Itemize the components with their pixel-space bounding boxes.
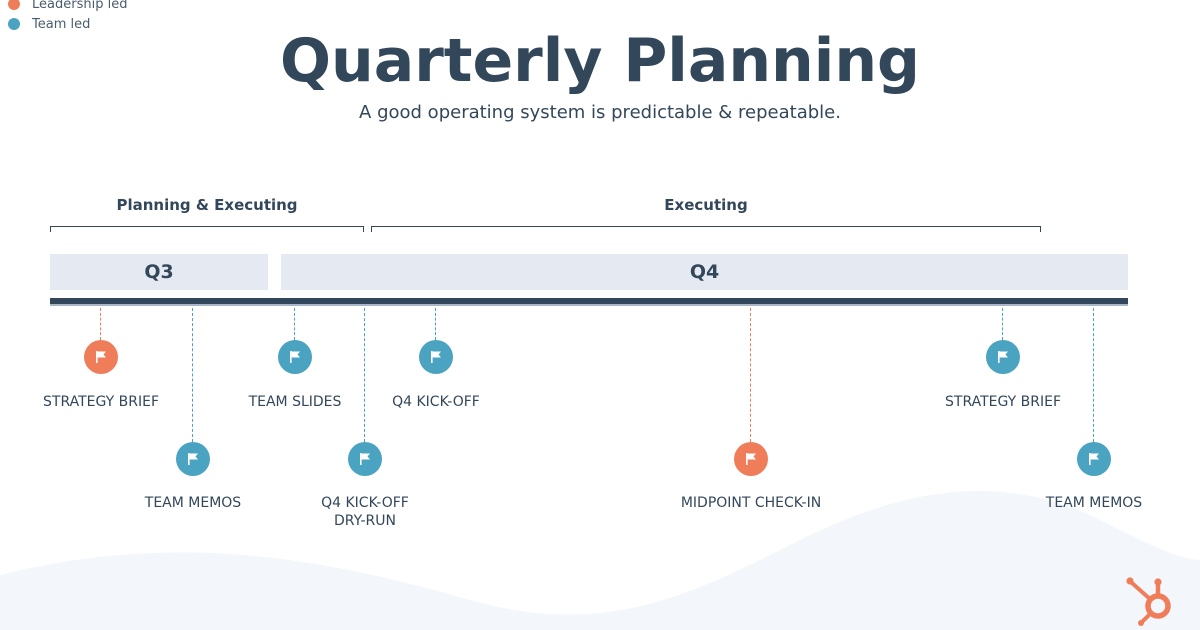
phase-label-executing: Executing <box>664 196 748 214</box>
flag-icon <box>348 442 382 476</box>
legend-item-team: Team led <box>8 14 127 34</box>
milestone-q4-kickoff-dryrun: Q4 KICK-OFF DRY-RUN <box>321 495 409 529</box>
connector-team-memos-q4 <box>1093 308 1094 442</box>
milestone-team-memos-q3: TEAM MEMOS <box>144 495 242 511</box>
connector-q4-kickoff-dryrun <box>364 308 365 442</box>
page-title: Quarterly Planning <box>279 26 921 96</box>
flag-icon <box>986 340 1020 374</box>
quarter-q4: Q4 <box>281 254 1128 290</box>
flag-icon <box>84 340 118 374</box>
connector-strategy-brief-q3 <box>100 308 101 340</box>
hubspot-logo-icon <box>1126 577 1171 626</box>
phase-label-planning: Planning & Executing <box>116 196 298 214</box>
timeline-axis-shadow <box>50 304 1128 306</box>
leadership-dot-icon <box>8 0 20 10</box>
connector-strategy-brief-q4 <box>1002 308 1003 340</box>
connector-team-slides <box>294 308 295 340</box>
connector-midpoint-checkin <box>750 308 751 442</box>
connector-team-memos-q3 <box>192 308 193 442</box>
phase-bracket-planning <box>50 226 364 232</box>
milestone-strategy-brief-q3: STRATEGY BRIEF <box>43 394 159 410</box>
milestone-midpoint-checkin: MIDPOINT CHECK-IN <box>680 495 822 511</box>
page-subtitle: A good operating system is predictable &… <box>359 102 841 123</box>
connector-q4-kickoff <box>435 308 436 340</box>
flag-icon <box>278 340 312 374</box>
legend: Leadership led Team led <box>8 0 127 34</box>
flag-icon <box>1077 442 1111 476</box>
legend-item-leadership: Leadership led <box>8 0 127 14</box>
flag-icon <box>419 340 453 374</box>
milestone-team-slides: TEAM SLIDES <box>248 394 342 410</box>
milestone-q4-kickoff: Q4 KICK-OFF <box>392 394 480 410</box>
flag-icon <box>176 442 210 476</box>
milestone-strategy-brief-q4: STRATEGY BRIEF <box>945 394 1061 410</box>
legend-label: Leadership led <box>32 0 128 12</box>
flag-icon <box>734 442 768 476</box>
quarter-q3: Q3 <box>50 254 268 290</box>
timeline-axis <box>50 298 1128 304</box>
team-dot-icon <box>8 18 20 30</box>
milestone-team-memos-q4: TEAM MEMOS <box>1045 495 1143 511</box>
legend-label: Team led <box>32 16 91 32</box>
phase-bracket-executing <box>371 226 1041 232</box>
